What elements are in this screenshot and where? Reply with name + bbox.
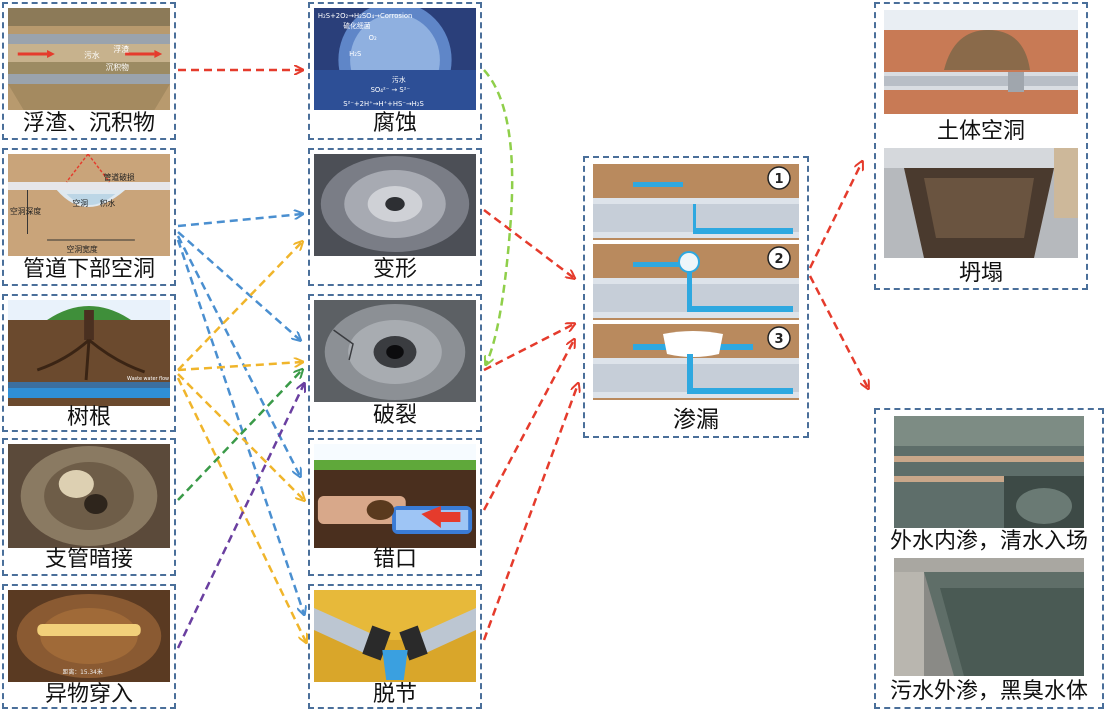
arrow-cavity-to-disjoint <box>176 239 304 614</box>
label-deformation: 变形 <box>372 257 417 282</box>
soil-cavity-image <box>884 10 1078 114</box>
arrow-root-to-disjoint <box>176 377 306 642</box>
treatment-plant-image <box>894 416 1084 528</box>
box-scum-sediment: 污水 浮渣 沉积物 浮渣、沉积物 <box>2 2 176 140</box>
box-pipe-cavity: 管道破损 空洞 积水 空洞深度 空洞宽度 管道下部空洞 <box>2 148 176 286</box>
misalignment-image <box>314 444 476 548</box>
img-text-sewage-c: 污水 <box>392 75 406 84</box>
arrow-cavity-to-misalignment <box>176 235 300 476</box>
box-tree-root: Waste water flow 树根 <box>2 294 176 432</box>
arrow-corrosion-to-fracture <box>483 69 514 364</box>
tree-root-image: Waste water flow <box>8 300 170 406</box>
img-text-sulfide-eq: S²⁻+2H⁺→H⁺+HS⁻→H₂S <box>343 100 424 108</box>
img-text-cavity-width: 空洞宽度 <box>67 244 98 254</box>
arrow-misalignment-to-leakage <box>482 340 574 511</box>
img-text-waste-water-flow: Waste water flow <box>127 376 169 382</box>
black-odorous-water-image <box>894 558 1084 676</box>
arrow-foreign-to-fracture <box>176 384 304 649</box>
arrow-branch-to-fracture <box>177 370 302 501</box>
label-foreign-object: 异物穿入 <box>44 682 133 707</box>
label-misalignment: 错口 <box>372 547 417 572</box>
img-text-scum: 浮渣 <box>113 44 129 54</box>
leakage-stages-image: 1 2 3 <box>593 164 799 400</box>
box-hidden-branch: 支管暗接 <box>2 438 176 576</box>
arrow-leakage-to-soil-cavity <box>808 162 862 269</box>
img-text-h2s: H₂S <box>349 50 361 58</box>
img-text-corrosion-eq: H₂S+2O₂→H₂SO₄→Corrosion <box>318 12 412 20</box>
hidden-branch-connection-image <box>8 444 170 548</box>
img-text-o2: O₂ <box>369 34 377 42</box>
label-hidden-branch: 支管暗接 <box>44 547 133 572</box>
fracture-image <box>314 300 476 402</box>
box-consequence-collapse: 土体空洞 坍塌 <box>874 2 1088 290</box>
leak-step-3: 3 <box>774 332 783 347</box>
label-black-odorous-water: 污水外渗，黑臭水体 <box>889 679 1088 704</box>
arrow-deformation-to-leakage <box>483 209 574 278</box>
label-leakage: 渗漏 <box>673 407 719 433</box>
img-text-sediment: 沉积物 <box>106 62 129 72</box>
arrow-cavity-to-deformation <box>177 214 302 228</box>
box-consequence-water: 外水内渗，清水入场 污水外渗，黑臭水体 <box>874 408 1104 709</box>
corrosion-image: H₂S+2O₂→H₂SO₄→Corrosion 硫化细菌 O₂ H₂S 污水 S… <box>314 8 476 110</box>
img-text-cavity-depth: 空洞深度 <box>10 206 41 216</box>
label-disjoint: 脱节 <box>372 682 417 707</box>
label-fracture: 破裂 <box>372 403 417 428</box>
arrow-root-to-fracture <box>177 362 302 372</box>
leak-step-1: 1 <box>774 172 783 187</box>
box-leakage: 1 2 3 渗漏 <box>583 156 809 438</box>
label-scum-sediment: 浮渣、沉积物 <box>22 111 155 136</box>
label-tree-root: 树根 <box>66 405 111 430</box>
arrow-disjoint-to-leakage <box>482 384 578 641</box>
deformation-image <box>314 154 476 256</box>
box-corrosion: H₂S+2O₂→H₂SO₄→Corrosion 硫化细菌 O₂ H₂S 污水 S… <box>308 2 482 140</box>
arrow-cavity-to-fracture <box>177 231 300 340</box>
label-treatment-plant: 外水内渗，清水入场 <box>889 529 1088 554</box>
arrow-fracture-to-leakage <box>483 324 574 372</box>
box-disjoint: 脱节 <box>308 584 482 709</box>
box-foreign-object: 距离：15.34米 异物穿入 <box>2 584 176 709</box>
label-corrosion: 腐蚀 <box>372 111 417 136</box>
img-text-ponding: 积水 <box>100 198 116 208</box>
collapse-image <box>884 148 1078 258</box>
label-collapse: 坍塌 <box>958 261 1003 286</box>
box-fracture: 破裂 <box>308 294 482 432</box>
img-text-sulfur-bacteria: 硫化细菌 <box>343 21 370 30</box>
foreign-object-intrusion-image: 距离：15.34米 <box>8 590 170 682</box>
pipe-scum-sediment-image: 污水 浮渣 沉积物 <box>8 8 170 110</box>
label-pipe-cavity: 管道下部空洞 <box>22 257 155 282</box>
arrow-root-to-deformation <box>177 242 302 371</box>
pipe-underside-cavity-image: 管道破损 空洞 积水 空洞深度 空洞宽度 <box>8 154 170 256</box>
img-text-pipe-damage: 管道破损 <box>104 172 135 182</box>
disjoint-image <box>314 590 476 682</box>
img-text-cavity: 空洞 <box>72 198 88 208</box>
img-text-sulfate: SO₄²⁻ → S²⁻ <box>371 86 411 94</box>
label-soil-cavity: 土体空洞 <box>936 119 1025 144</box>
box-misalignment: 错口 <box>308 438 482 576</box>
arrow-leakage-to-water <box>808 275 868 388</box>
img-text-distance: 距离：15.34米 <box>63 668 103 676</box>
img-text-sewage: 污水 <box>84 50 100 60</box>
arrow-root-to-misalignment <box>177 373 304 500</box>
leak-step-2: 2 <box>774 252 783 267</box>
box-deformation: 变形 <box>308 148 482 286</box>
